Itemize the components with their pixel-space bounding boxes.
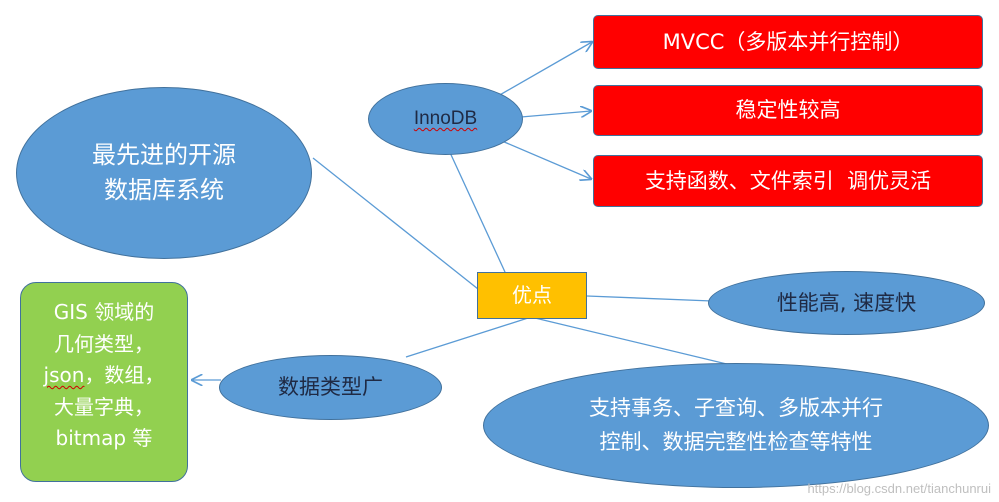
line-center-transactions [534, 317, 736, 367]
node-stable: 稳定性较高 [593, 85, 983, 136]
node-transactions-line1: 支持事务、子查询、多版本并行 [589, 395, 883, 420]
node-mvcc: MVCC（多版本并行控制） [593, 15, 983, 69]
types-detail-line1: GIS 领域的 [53, 300, 155, 324]
node-center-label: 优点 [512, 283, 552, 307]
line-center-advanced [312, 157, 479, 290]
line-center-innodb [446, 145, 506, 273]
node-innodb: InnoDB [368, 83, 523, 155]
types-detail-line2: 几何类型， [53, 331, 154, 356]
node-innodb-label: InnoDB [413, 108, 478, 130]
node-most-advanced: 最先进的开源 数据库系统 [16, 87, 312, 259]
node-most-advanced-line1: 最先进的开源 [92, 141, 236, 170]
types-detail-line4: 大量字典， [53, 394, 154, 419]
arrow-innodb-mvcc [497, 42, 592, 97]
types-detail-line3: json，数组， [44, 360, 165, 392]
watermark: https://blog.csdn.net/tianchunrui [807, 481, 991, 496]
node-functions-label: 支持函数、文件索引 调优灵活 [644, 168, 932, 193]
arrow-innodb-stable [520, 111, 591, 117]
types-detail-json: json [43, 363, 85, 388]
types-detail-line5: bitmap 等 [55, 426, 153, 451]
types-detail-line3-rest: ，数组， [84, 363, 165, 388]
node-most-advanced-line2: 数据库系统 [104, 176, 224, 204]
line-center-performance [586, 295, 713, 302]
node-functions: 支持函数、文件索引 调优灵活 [593, 155, 983, 207]
node-performance: 性能高, 速度快 [708, 271, 985, 335]
node-stable-label: 稳定性较高 [735, 98, 841, 123]
node-mvcc-label: MVCC（多版本并行控制） [662, 29, 914, 54]
line-center-datatypes [405, 317, 529, 358]
node-types-detail: GIS 领域的 几何类型， json，数组， 大量字典， bitmap 等 [20, 282, 188, 482]
node-datatypes-label: 数据类型广 [278, 375, 383, 400]
node-center-advantages: 优点 [477, 272, 587, 319]
node-transactions: 支持事务、子查询、多版本并行 控制、数据完整性检查等特性 [483, 363, 989, 488]
node-datatypes: 数据类型广 [219, 355, 442, 420]
node-performance-label: 性能高, 速度快 [776, 290, 917, 315]
node-transactions-line2: 控制、数据完整性检查等特性 [599, 429, 873, 454]
arrow-innodb-functions [501, 140, 591, 179]
